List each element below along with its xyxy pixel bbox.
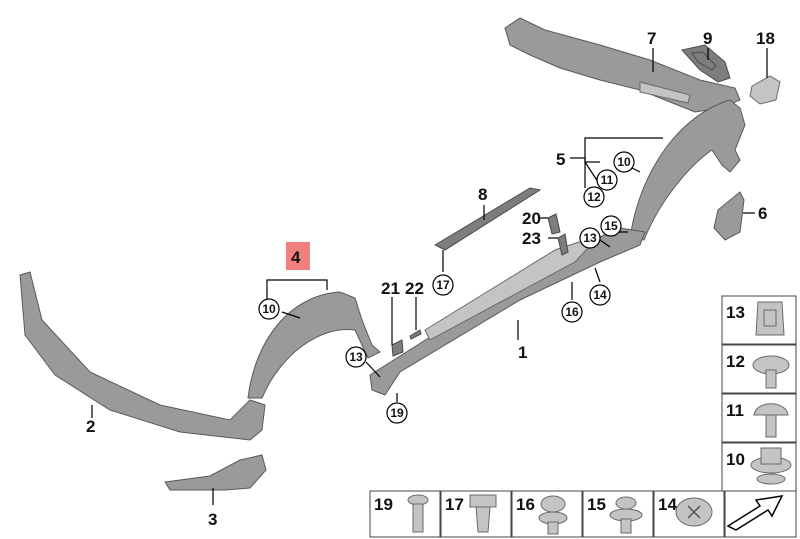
legend-label-14: 14 [658, 495, 677, 514]
callout-5[interactable]: 5 [556, 150, 565, 169]
callout-23[interactable]: 23 [522, 229, 541, 248]
part-7-slot [639, 81, 691, 104]
part-21-clip [391, 339, 404, 357]
callout-9[interactable]: 9 [703, 29, 712, 48]
svg-text:10: 10 [617, 155, 631, 169]
callout-8[interactable]: 8 [478, 185, 487, 204]
callout-1[interactable]: 1 [518, 343, 527, 362]
legend-bottom-row: 19 17 16 15 14 [369, 490, 797, 538]
legend-label-11: 11 [726, 401, 744, 420]
fastener-17-clip-icon [469, 494, 497, 533]
circle-callout-10-front[interactable]: 10 [258, 298, 280, 320]
circle-callout-12[interactable]: 12 [583, 186, 605, 208]
part-9-ring-trim [681, 44, 731, 83]
part-6-bracket [713, 191, 745, 241]
callout-20[interactable]: 20 [522, 209, 541, 228]
fastener-10-grommet-icon [750, 447, 792, 485]
circle-callout-16[interactable]: 16 [561, 301, 583, 323]
svg-text:13: 13 [349, 350, 363, 364]
legend-label-19: 19 [374, 495, 393, 514]
circle-callout-10-rear[interactable]: 10 [613, 151, 635, 173]
svg-text:15: 15 [604, 219, 618, 233]
part-1-inner-face [424, 234, 601, 341]
circle-callout-11[interactable]: 11 [596, 169, 618, 191]
fastener-15-clip-icon [609, 496, 643, 534]
legend-label-15: 15 [587, 495, 606, 514]
legend-label-17: 17 [445, 495, 464, 514]
fastener-13-clip-nut-icon [755, 301, 785, 336]
legend-label-12: 12 [726, 352, 745, 371]
callout-22[interactable]: 22 [405, 279, 424, 298]
part-20-clip [547, 213, 561, 235]
legend-right-column: 13 12 11 10 [721, 295, 797, 492]
part-22-pin [409, 329, 422, 340]
callout-4[interactable]: 4 [291, 248, 301, 267]
fastener-19-pin-icon [407, 494, 429, 533]
part-2-front-bumper [19, 271, 266, 441]
circled-callouts: 10 10 11 12 13 13 14 15 [258, 151, 635, 424]
circle-callout-13-front[interactable]: 13 [345, 346, 367, 368]
leader-lines [91, 48, 768, 505]
fastener-11-rivet-icon [753, 403, 789, 438]
part-8-strip [433, 187, 542, 251]
circle-callout-14[interactable]: 14 [589, 284, 611, 306]
svg-text:10: 10 [262, 302, 276, 316]
svg-text:13: 13 [583, 231, 597, 245]
part-5-rear-wheel-arch [629, 99, 746, 241]
legend-label-16: 16 [516, 495, 535, 514]
svg-text:16: 16 [565, 305, 579, 319]
callout-2[interactable]: 2 [86, 417, 95, 436]
callout-3[interactable]: 3 [208, 510, 217, 529]
legend-label-10: 10 [726, 450, 745, 469]
callout-labels: 1 2 3 4 5 6 7 9 18 8 20 23 21 22 [86, 29, 775, 529]
circle-callout-17[interactable]: 17 [432, 274, 454, 296]
part-3-corner-piece [164, 454, 267, 491]
fastener-16-clip-icon [538, 495, 568, 535]
svg-text:17: 17 [436, 278, 450, 292]
direction-arrow-icon [726, 495, 784, 531]
part-4-front-wheel-arch [247, 291, 381, 399]
callout-7[interactable]: 7 [647, 29, 656, 48]
circle-callout-19[interactable]: 19 [386, 402, 408, 424]
fastener-12-rivet-icon [752, 355, 790, 389]
callout-6[interactable]: 6 [758, 204, 767, 223]
part-1-side-sill [369, 227, 646, 396]
circle-callout-13-rear[interactable]: 13 [579, 227, 601, 249]
svg-text:11: 11 [601, 173, 614, 187]
callout-21[interactable]: 21 [381, 279, 400, 298]
svg-text:12: 12 [587, 190, 601, 204]
svg-text:14: 14 [593, 288, 607, 302]
selected-part-highlight [286, 242, 310, 270]
circle-callout-15[interactable]: 15 [600, 215, 622, 237]
svg-text:19: 19 [390, 406, 404, 420]
legend-label-13: 13 [726, 303, 745, 322]
callout-18[interactable]: 18 [756, 29, 775, 48]
fastener-14-screw-icon [675, 497, 713, 527]
part-23-clip [557, 233, 569, 256]
part-18-cap [749, 75, 781, 105]
